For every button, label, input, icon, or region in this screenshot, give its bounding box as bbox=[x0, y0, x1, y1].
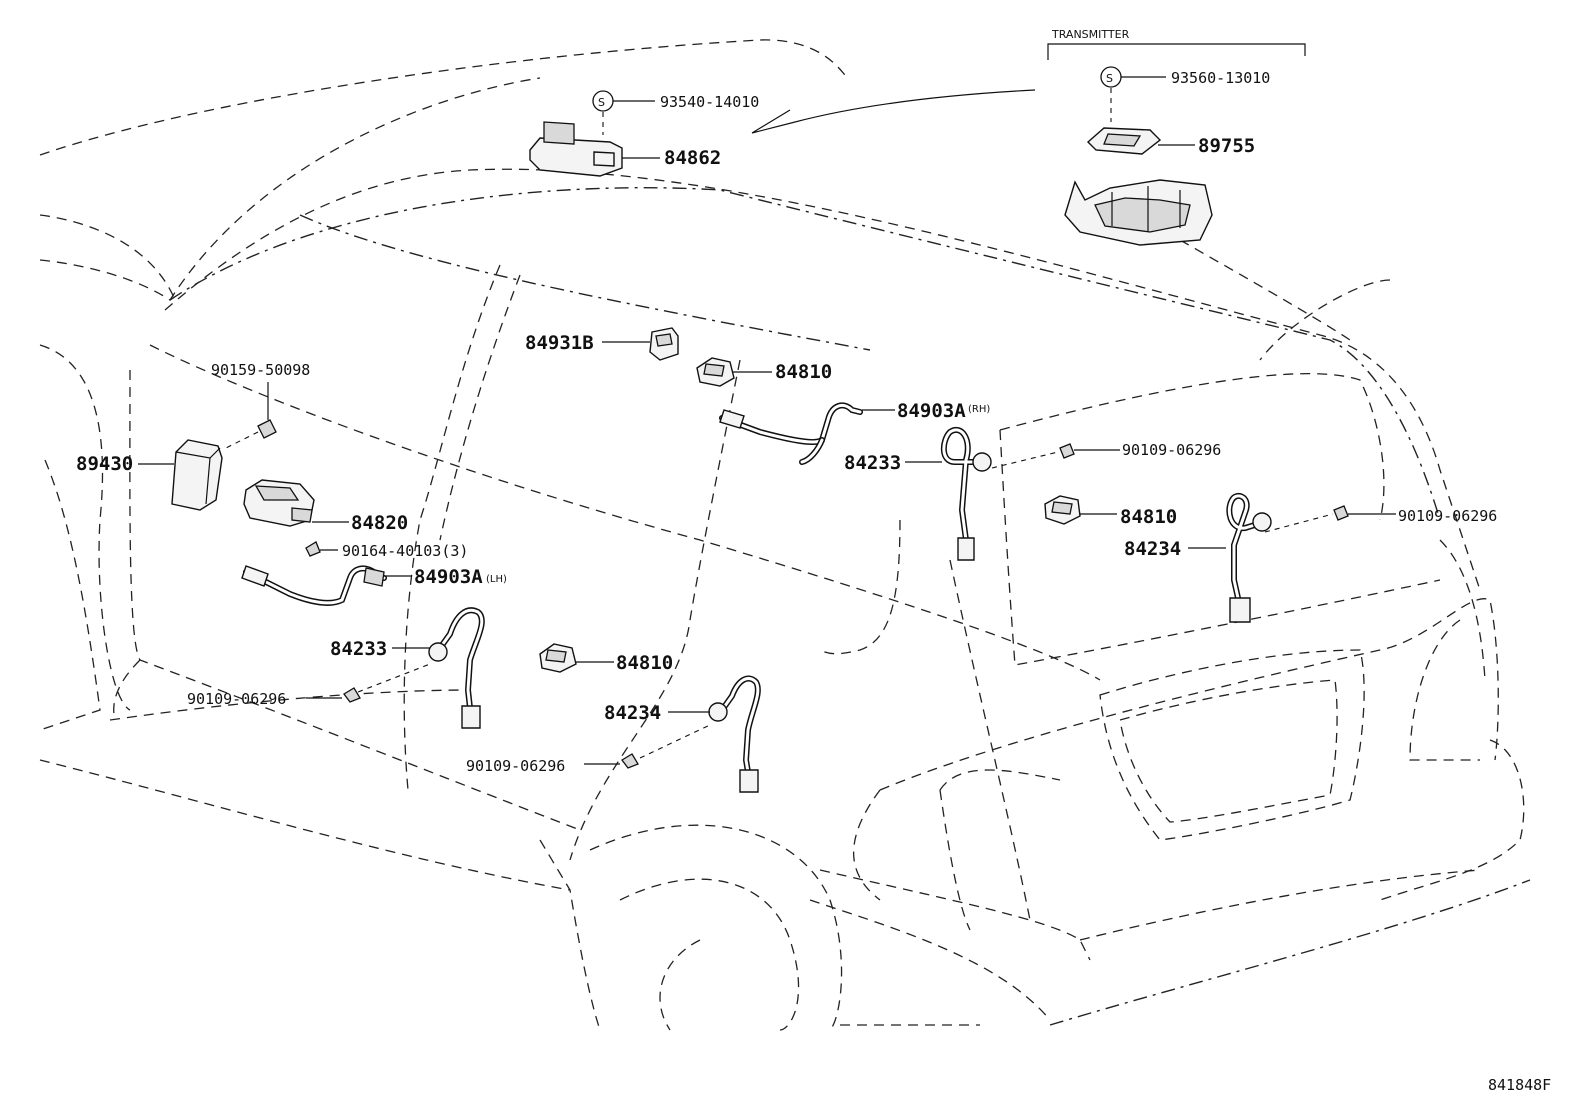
switch-84820-icon bbox=[243, 479, 315, 527]
part-number-84234-mid: 84234 bbox=[604, 702, 661, 724]
transmitter-label: TRANSMITTER bbox=[1051, 28, 1130, 41]
part-number-90109-06296-c: 90109-06296 bbox=[187, 690, 286, 708]
harness-84903A-lh-icon bbox=[241, 565, 387, 606]
part-number-90109-06296-a: 90109-06296 bbox=[1122, 441, 1221, 459]
screw-90164-icon bbox=[305, 541, 321, 557]
part-number-84903A-lh: 84903A bbox=[414, 566, 483, 588]
part-number-84233-left: 84233 bbox=[330, 638, 387, 660]
vehicle-body-outline bbox=[39, 39, 1531, 1031]
part-number-89755: 89755 bbox=[1198, 135, 1255, 157]
part-number-93560-13010: 93560-13010 bbox=[1171, 69, 1270, 87]
bolt-90109-c-icon bbox=[343, 687, 361, 703]
harness-84903A-rh-icon bbox=[719, 402, 863, 465]
s-mark-icon-93560: S bbox=[1100, 66, 1122, 88]
switch-84810-right-icon bbox=[1044, 495, 1081, 525]
part-number-93540-14010: 93540-14010 bbox=[660, 93, 759, 111]
sensor-84234-mid-icon bbox=[708, 675, 761, 793]
switch-84810-mid-icon bbox=[539, 643, 577, 673]
s-mark-icon-93540: S bbox=[592, 90, 614, 112]
part-number-84233-right: 84233 bbox=[844, 452, 901, 474]
part-number-90109-06296-d: 90109-06296 bbox=[466, 757, 565, 775]
suffix-rh: (RH) bbox=[968, 404, 990, 415]
part-number-84234-right: 84234 bbox=[1124, 538, 1181, 560]
part-number-84931B: 84931B bbox=[525, 332, 594, 354]
module-89430-icon bbox=[171, 439, 223, 511]
switch-84810-top-icon bbox=[696, 357, 735, 387]
relay-84862-icon bbox=[529, 121, 623, 177]
part-number-84810-mid: 84810 bbox=[616, 652, 673, 674]
part-number-89430: 89430 bbox=[76, 453, 133, 475]
transmitter-housing-icon bbox=[1064, 179, 1213, 246]
transmitter-bracket: TRANSMITTER bbox=[1047, 28, 1306, 60]
connector-84931B-icon bbox=[649, 327, 679, 361]
part-number-90159-50098: 90159-50098 bbox=[211, 361, 310, 379]
part-number-90109-06296-b: 90109-06296 bbox=[1398, 507, 1497, 525]
part-number-84903A-rh: 84903A bbox=[897, 400, 966, 422]
part-number-84810-top: 84810 bbox=[775, 361, 832, 383]
bolt-90159-icon bbox=[257, 419, 277, 439]
bolt-90109-d-icon bbox=[621, 753, 639, 769]
figure-id: 841848F bbox=[1488, 1076, 1551, 1094]
direction-arrow-head bbox=[751, 109, 796, 134]
part-number-84820: 84820 bbox=[351, 512, 408, 534]
suffix-lh: (LH) bbox=[486, 574, 507, 585]
transmitter-89755-icon bbox=[1086, 127, 1162, 155]
svg-text:S: S bbox=[598, 96, 605, 109]
part-number-84862: 84862 bbox=[664, 147, 721, 169]
direction-arrow bbox=[794, 89, 1036, 123]
bolt-90109-a-icon bbox=[1059, 443, 1075, 459]
part-number-90164-40103: 90164-40103(3) bbox=[342, 542, 468, 560]
sensor-84233-right-icon bbox=[940, 427, 992, 561]
bolt-90109-b-icon bbox=[1333, 505, 1349, 521]
sensor-84233-left-icon bbox=[428, 607, 485, 729]
sensor-84234-right-icon bbox=[1226, 492, 1272, 623]
part-number-84810-right: 84810 bbox=[1120, 506, 1177, 528]
svg-text:S: S bbox=[1106, 72, 1113, 85]
